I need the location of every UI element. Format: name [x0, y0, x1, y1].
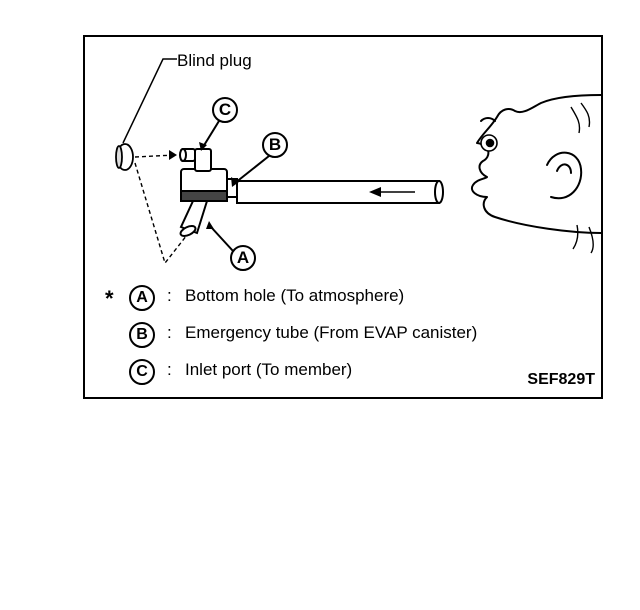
diagram-illustration	[115, 58, 601, 271]
face-hair	[570, 102, 594, 254]
legend-asterisk: *	[105, 286, 114, 311]
legend-colon: :	[167, 323, 172, 342]
callout-b-letter: B	[268, 135, 282, 154]
legend-text-b: Emergency tube (From EVAP canister)	[185, 323, 478, 342]
flow-arrow-head	[369, 187, 381, 197]
emergency-tube	[236, 180, 444, 204]
callout-a-marker	[206, 221, 256, 271]
legend-text-c: Inlet port (To member)	[185, 360, 353, 379]
callout-a-letter: A	[236, 248, 250, 267]
legend-text-a: Bottom hole (To atmosphere)	[185, 286, 405, 305]
callout-b-marker	[231, 132, 288, 187]
callout-c-letter: C	[218, 100, 232, 119]
figure-id: SEF829T	[527, 371, 595, 388]
callout-c-marker	[199, 97, 238, 151]
blind-plug	[115, 143, 134, 171]
legend-colon: :	[167, 360, 172, 379]
face-outline	[471, 94, 601, 234]
legend-badge-a: A	[129, 285, 155, 311]
legend-colon: :	[167, 286, 172, 305]
plug-leader-line	[122, 58, 177, 144]
dashed-arrow-head	[169, 150, 177, 160]
dashed-line-to-bottom	[134, 162, 188, 265]
diagram-frame: C B A Blind plug * A : Bottom hole (To a…	[83, 35, 603, 399]
blind-plug-label: Blind plug	[177, 51, 252, 70]
face-eye	[480, 134, 498, 152]
legend-badge-c: C	[129, 359, 155, 385]
legend-badge-b: B	[129, 322, 155, 348]
